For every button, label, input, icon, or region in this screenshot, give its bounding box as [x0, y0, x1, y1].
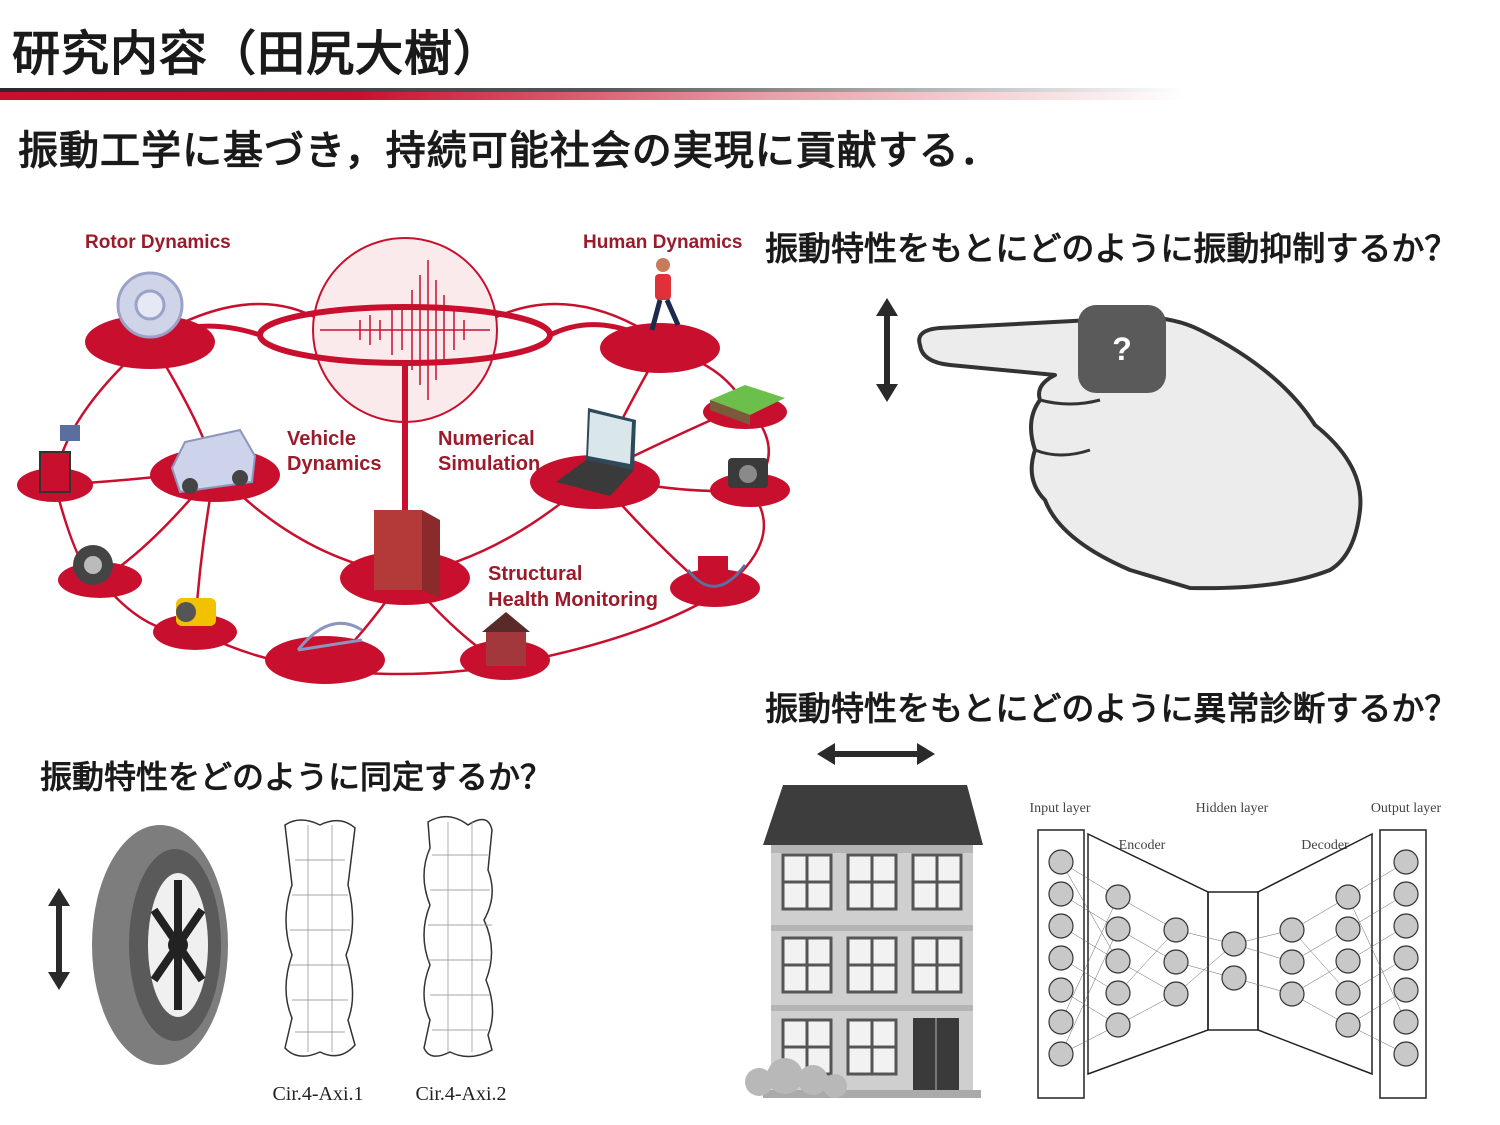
decoder-label: Decoder: [1301, 838, 1349, 853]
building-icon: [374, 510, 440, 598]
label-numerical-1: Numerical: [438, 428, 535, 450]
slide-subtitle: 振動工学に基づき，持続可能社会の実現に貢献する．: [18, 128, 1001, 174]
output-layer-label: Output layer: [1371, 801, 1442, 816]
label-structural-2: Health Monitoring: [488, 589, 658, 611]
slide-title: 研究内容（田尻大樹）: [12, 26, 503, 82]
tire-side-icon: [92, 825, 228, 1065]
tire-icon: [73, 545, 113, 585]
bridge-icon: [296, 621, 363, 652]
mode-2-label: Cir.4-Axi.2: [415, 1083, 506, 1105]
label-human-dynamics: Human Dynamics: [583, 232, 742, 253]
laptop-icon: [556, 408, 636, 496]
camera-icon: [728, 458, 768, 488]
label-structural-1: Structural: [488, 563, 582, 585]
hand-icon: [917, 315, 1363, 591]
mode-1-label: Cir.4-Axi.1: [272, 1083, 363, 1105]
vertical-arrow-icon: [876, 298, 898, 402]
question-anomaly-diagnosis: 振動特性をもとにどのように異常診断するか？: [765, 689, 1458, 728]
neuron-nodes: [1048, 849, 1419, 1067]
tire-mode-illustration: Cir.4-Axi.1 Cir.4-Axi.2: [48, 816, 507, 1105]
vertical-arrow-icon: [48, 888, 70, 990]
car-icon: [170, 428, 257, 494]
label-vehicle-1: Vehicle: [287, 428, 356, 450]
runner-icon: [649, 258, 681, 331]
pointing-hand-illustration: ?: [876, 298, 1363, 591]
mode-shape-1-icon: [284, 819, 356, 1057]
vibration-device-icon: [686, 556, 747, 588]
mode-shape-2-icon: [423, 816, 494, 1058]
gear-icon: [116, 271, 184, 339]
generator-icon: [176, 598, 216, 626]
vibration-wave-icon: [320, 260, 490, 400]
label-vehicle-2: Dynamics: [287, 453, 382, 475]
input-layer-label: Input layer: [1029, 801, 1090, 816]
research-network-diagram: Rotor Dynamics Human Dynamics Vehicle Dy…: [17, 232, 790, 684]
question-mark-text: ?: [1112, 331, 1132, 367]
question-vibration-identification: 振動特性をどのように同定するか？: [40, 758, 553, 796]
building-illustration: [745, 743, 983, 1098]
house-icon: [482, 612, 530, 666]
label-rotor-dynamics: Rotor Dynamics: [85, 232, 231, 253]
question-badge: ?: [1078, 305, 1166, 393]
wheel-balancer-icon: [39, 425, 80, 493]
hidden-layer-label: Hidden layer: [1196, 801, 1269, 816]
question-vibration-suppression: 振動特性をもとにどのように振動抑制するか？: [765, 229, 1458, 268]
bush-icon: [745, 1058, 847, 1098]
label-numerical-2: Simulation: [438, 453, 540, 475]
encoder-label: Encoder: [1119, 838, 1166, 853]
title-underline-dark: [0, 88, 1185, 92]
grass-icon: [710, 385, 785, 425]
autoencoder-diagram: Input layer Hidden layer Output layer En…: [1029, 801, 1442, 1099]
horizontal-arrow-icon: [817, 743, 935, 765]
